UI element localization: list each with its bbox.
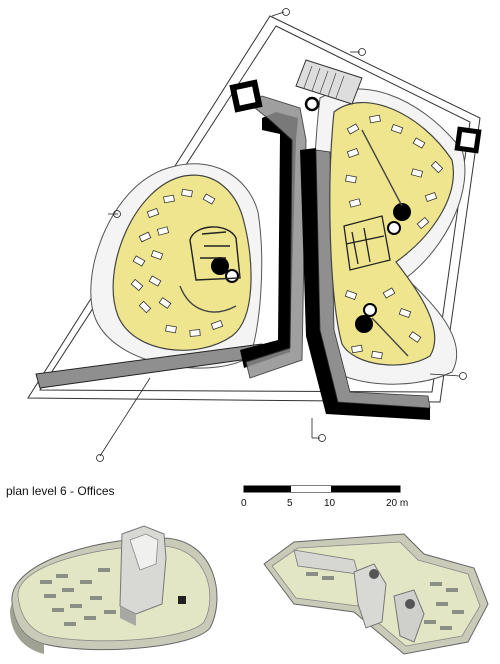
axonometric-view-left-wing xyxy=(10,525,218,654)
entrance-stair xyxy=(295,59,363,105)
core-wall xyxy=(240,112,298,368)
axonometric-view-right-wing xyxy=(263,533,489,655)
scale-segment-2 xyxy=(291,486,331,492)
right-office-cells xyxy=(343,215,391,271)
column-top xyxy=(304,96,320,112)
desk-clusters-left xyxy=(130,188,224,337)
scale-tick-5: 5 xyxy=(287,498,293,509)
desk-clusters-right xyxy=(344,114,444,360)
drawing-caption: plan level 6 - Offices xyxy=(6,484,115,498)
axon-left-core xyxy=(119,525,167,626)
lift-shafts xyxy=(211,203,411,333)
floor-plan-drawing xyxy=(27,8,482,462)
stair-core-left xyxy=(229,79,263,113)
axon-right-desks xyxy=(306,572,464,630)
floor-circulation-lines xyxy=(179,129,409,357)
scale-tick-0: 0 xyxy=(241,498,247,509)
scale-bar: 0 5 10 20 m xyxy=(241,485,408,509)
section-markers xyxy=(96,8,467,462)
scale-tick-10: 10 xyxy=(324,498,336,509)
stair-core-right xyxy=(454,126,482,154)
ramp-band xyxy=(35,343,271,389)
scale-tick-20: 20 m xyxy=(386,498,408,509)
axon-left-desks xyxy=(40,568,186,626)
left-meeting-room xyxy=(189,226,241,281)
core-wall-right xyxy=(300,148,430,420)
scale-segment-1 xyxy=(244,486,291,492)
core-wall-inner xyxy=(245,95,307,379)
axon-right-core xyxy=(293,549,425,643)
scale-segment-3 xyxy=(331,486,400,492)
